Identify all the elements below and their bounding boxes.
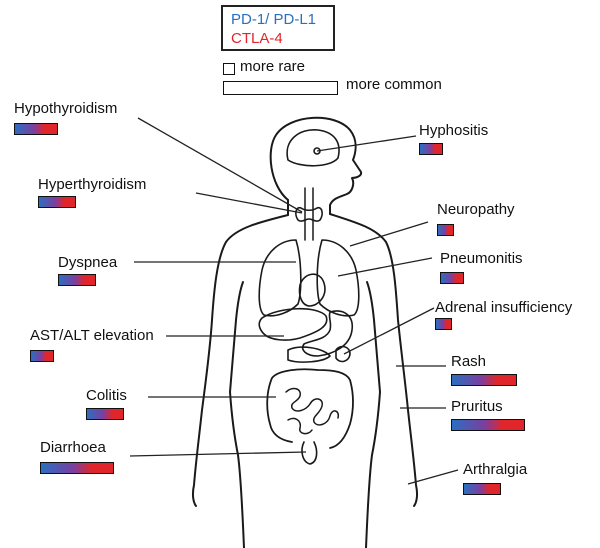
label-diarrhoea: Diarrhoea	[40, 439, 106, 456]
bar-ast-alt-elevation	[30, 350, 54, 362]
bar-pruritus	[451, 419, 525, 431]
label-hyperthyroidism: Hyperthyroidism	[38, 176, 147, 193]
adrenal-gland	[335, 345, 351, 363]
hip-right	[365, 391, 381, 548]
left-lung	[258, 239, 302, 317]
inner-arm-left	[229, 281, 244, 393]
bar-rash	[451, 374, 517, 386]
stomach	[302, 310, 354, 357]
key-rare-label: more rare	[240, 58, 306, 75]
bar-arthralgia	[463, 483, 501, 495]
drug-class-legend: PD-1/ PD-L1 CTLA-4	[221, 5, 335, 51]
label-rash: Rash	[451, 353, 487, 370]
key-common-label: more common	[346, 76, 442, 93]
label-dyspnea: Dyspnea	[58, 254, 118, 271]
head-outline	[269, 116, 363, 215]
label-neuropathy: Neuropathy	[437, 201, 515, 218]
label-pruritus: Pruritus	[451, 398, 503, 415]
liver	[258, 307, 328, 341]
key-rare-swatch	[223, 63, 235, 75]
torso-right-outline	[329, 213, 419, 507]
label-pneumonitis: Pneumonitis	[440, 250, 523, 267]
bar-pneumonitis	[440, 272, 464, 284]
connector-hypothyroidism	[137, 117, 303, 213]
trachea	[304, 187, 314, 241]
right-lung	[316, 239, 360, 317]
legend-pd1-label: PD-1/ PD-L1	[231, 11, 317, 28]
label-ast-alt-elevation: AST/ALT elevation	[30, 327, 154, 344]
connector-pneumonitis	[337, 257, 433, 277]
hip-left	[229, 391, 245, 548]
connector-hyperthyroidism	[195, 192, 303, 214]
torso-left-outline	[191, 214, 289, 507]
connector-arthralgia	[407, 469, 459, 485]
connector-neuropathy	[349, 221, 429, 247]
brain-outline	[286, 129, 340, 167]
bar-dyspnea	[58, 274, 96, 286]
label-colitis: Colitis	[86, 387, 127, 404]
bar-neuropathy	[437, 224, 454, 236]
label-adrenal-insufficiency: Adrenal insufficiency	[435, 299, 573, 316]
connector-adrenal	[343, 307, 435, 355]
connector-diarrhoea	[129, 451, 307, 457]
bar-hyperthyroidism	[38, 196, 76, 208]
bar-hypothyroidism	[14, 123, 58, 135]
large-intestine	[266, 368, 354, 449]
connector-hyphositis	[316, 135, 417, 152]
bar-diarrhoea	[40, 462, 114, 474]
rectum	[301, 441, 318, 465]
key-common-swatch	[223, 81, 338, 95]
bar-colitis	[86, 408, 124, 420]
label-hyphositis: Hyphositis	[419, 122, 489, 139]
bar-hyphositis	[419, 143, 443, 155]
inner-arm-right	[366, 281, 381, 393]
heart	[298, 273, 326, 307]
small-intestine	[285, 387, 340, 435]
pancreas	[287, 346, 331, 363]
thyroid-gland	[295, 206, 323, 222]
label-hypothyroidism: Hypothyroidism	[14, 100, 118, 117]
bar-adrenal-insufficiency	[435, 318, 452, 330]
label-arthralgia: Arthralgia	[463, 461, 528, 478]
legend-ctla4-label: CTLA-4	[231, 30, 283, 47]
